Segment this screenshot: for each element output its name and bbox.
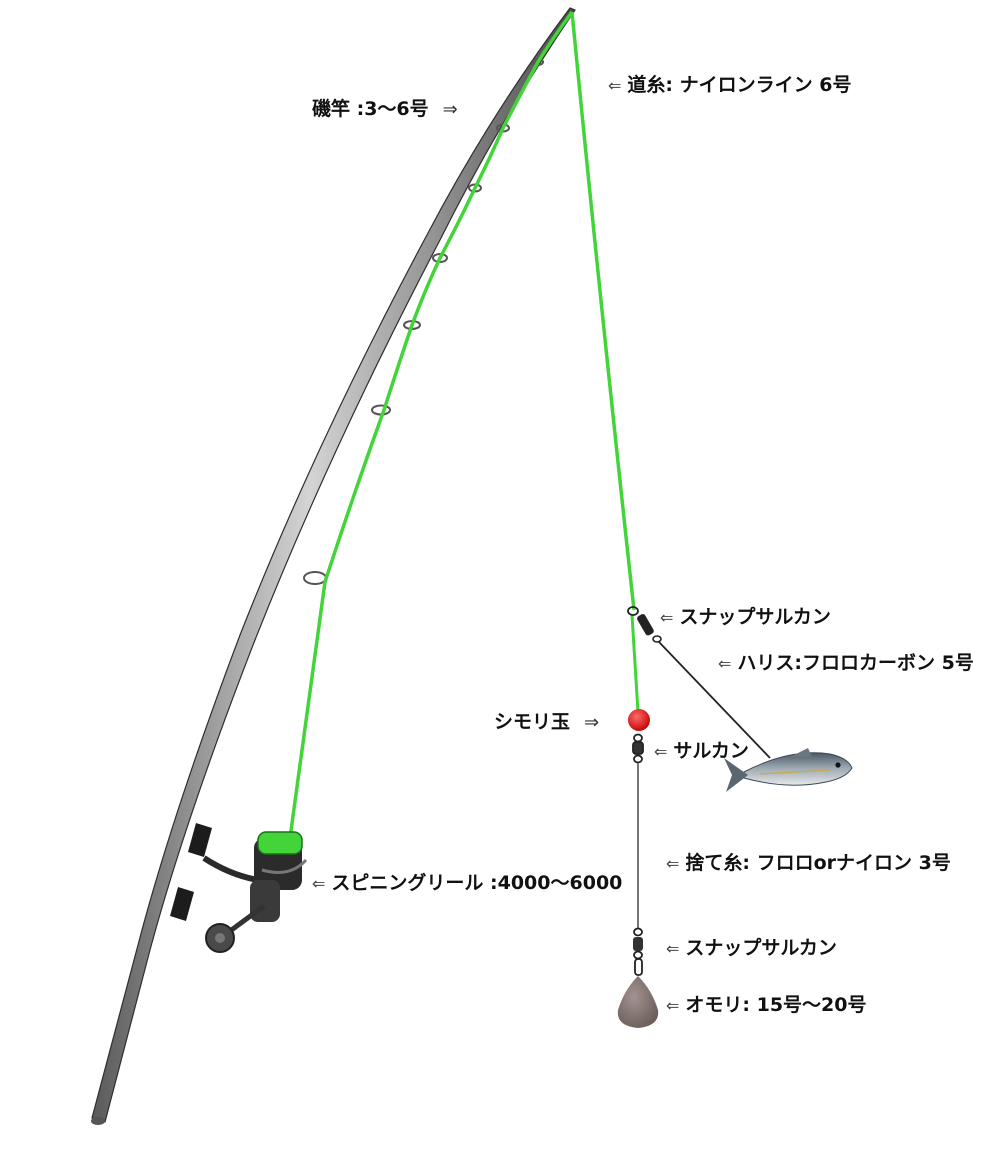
rod-label: 磯竿 :3～6号 ⇒ <box>312 100 458 119</box>
mainline-label-text: 道糸: ナイロンライン 6号 <box>627 74 852 96</box>
snap-swivel-bottom-label-text: スナップサルカン <box>685 937 837 959</box>
sinker <box>617 976 659 1028</box>
rod-label-text: 磯竿 :3～6号 <box>312 98 429 120</box>
swivel-label-text: サルカン <box>673 740 749 762</box>
main-line-lower <box>630 614 640 713</box>
spinning-reel <box>202 831 308 953</box>
left-arrow-icon: ⇐ <box>666 854 680 873</box>
left-arrow-icon: ⇐ <box>660 608 674 627</box>
main-line-hanging <box>570 11 636 611</box>
right-arrow-icon: ⇒ <box>442 99 458 120</box>
snap-swivel-bottom <box>633 927 643 976</box>
shimori-label: シモリ玉 ⇒ <box>494 713 599 732</box>
fishing-rod <box>91 7 576 1125</box>
harisu-label-text: ハリス:フロロカーボン 5号 <box>737 652 974 674</box>
left-arrow-icon: ⇐ <box>666 939 680 958</box>
main-line-on-rod <box>288 10 574 839</box>
rod-guides <box>303 58 544 585</box>
snap-swivel-top <box>627 606 662 643</box>
snap-swivel-top-label-text: スナップサルカン <box>679 606 831 628</box>
mainline-label: ⇐ 道糸: ナイロンライン 6号 <box>608 76 851 95</box>
harisu-label: ⇐ ハリス:フロロカーボン 5号 <box>718 654 974 673</box>
sute-ito-label-text: 捨て糸: フロロorナイロン 3号 <box>685 852 951 874</box>
omori-label: ⇐ オモリ: 15号～20号 <box>666 996 867 1015</box>
sute-ito-label: ⇐ 捨て糸: フロロorナイロン 3号 <box>666 854 951 873</box>
shimori-label-text: シモリ玉 <box>494 711 571 733</box>
rod-butt-cap <box>91 1117 105 1125</box>
reel-label-text: スピニングリール :4000～6000 <box>331 872 623 894</box>
shimori-bead <box>628 709 650 731</box>
snap-swivel-bottom-label: ⇐ スナップサルカン <box>666 939 837 958</box>
left-arrow-icon: ⇐ <box>312 874 326 893</box>
omori-label-text: オモリ: 15号～20号 <box>685 994 867 1016</box>
rod-grip-lower <box>170 887 194 921</box>
left-arrow-icon: ⇐ <box>608 76 622 95</box>
left-arrow-icon: ⇐ <box>666 996 680 1015</box>
right-arrow-icon: ⇒ <box>584 712 600 733</box>
harisu-leader <box>658 641 771 759</box>
left-arrow-icon: ⇐ <box>654 742 668 761</box>
reel-label: ⇐ スピニングリール :4000～6000 <box>312 874 622 893</box>
swivel-label: ⇐ サルカン <box>654 742 749 761</box>
swivel <box>632 733 644 764</box>
snap-swivel-top-label: ⇐ スナップサルカン <box>660 608 831 627</box>
bait-fish <box>724 748 853 792</box>
rod-grip-upper <box>188 823 212 857</box>
left-arrow-icon: ⇐ <box>718 654 732 673</box>
